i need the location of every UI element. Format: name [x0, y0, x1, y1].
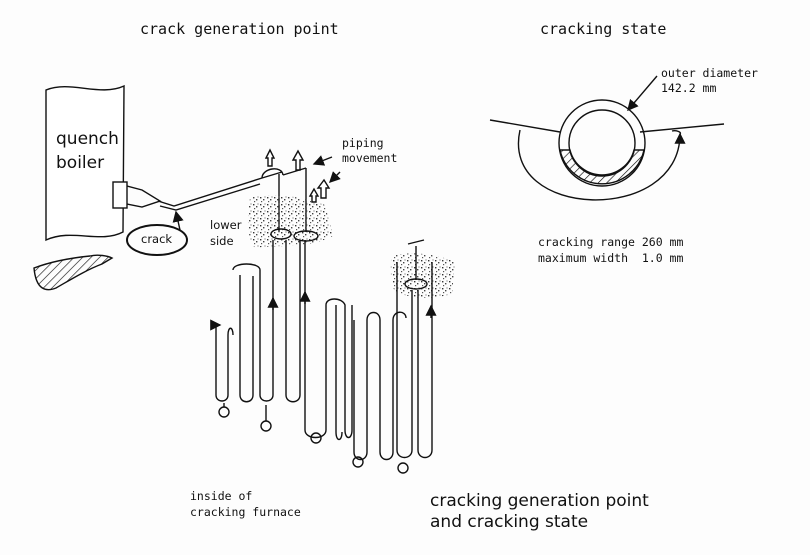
- piping-movement-label-line1: piping: [342, 136, 384, 150]
- roof-penetration-right: [390, 253, 455, 298]
- crack-label: crack: [141, 232, 173, 246]
- outer-diameter-label: outer diameter: [661, 66, 758, 80]
- lower-side-label-line2: side: [210, 234, 234, 248]
- sweep-arc: [517, 129, 686, 201]
- outer-diameter-leader: [627, 75, 658, 112]
- tube-header-left: [270, 228, 292, 240]
- cracking-range-text: cracking range 260 mm: [538, 235, 684, 249]
- crack-hatched-region: [559, 149, 645, 185]
- coil-pass-e: [353, 311, 407, 461]
- caption-line1: cracking generation point: [430, 491, 649, 511]
- sweep-arc-start: [671, 130, 682, 135]
- boiler-outlet-cone: [126, 185, 162, 208]
- movement-pointer-1: [312, 155, 333, 166]
- tube-header-right: [293, 230, 319, 242]
- outlet-piping-lower-edge: [159, 183, 261, 211]
- crack-callout-oval: [126, 224, 188, 256]
- caption-line2: and cracking state: [430, 512, 589, 532]
- outer-diameter-value: 142.2 mm: [661, 81, 717, 95]
- inside-furnace-label-line2: cracking furnace: [190, 505, 301, 519]
- movement-arrow-4: [308, 187, 320, 203]
- tube-support-4: [352, 456, 364, 468]
- quench-boiler-vessel: [45, 84, 125, 242]
- movement-arrow-2: [291, 149, 305, 171]
- piping-movement-label-line2: movement: [342, 151, 398, 165]
- coil-pass-g: [417, 262, 433, 459]
- crack-fragment-sketch: [33, 254, 114, 291]
- title-cracking-state: cracking state: [540, 20, 667, 38]
- outlet-piping: [157, 171, 283, 207]
- movement-arrow-1: [264, 148, 276, 167]
- quench-boiler-label-line1: quench: [56, 129, 119, 149]
- coil-tube-1: [215, 325, 234, 402]
- movement-arrow-3: [316, 178, 331, 199]
- ground-line-left: [489, 119, 561, 133]
- coil-pass-f: [396, 262, 413, 459]
- tube-support-3: [310, 432, 322, 444]
- tube-support-2: [260, 420, 272, 432]
- lower-side-label-line1: lower: [210, 218, 242, 232]
- inside-furnace-label-line1: inside of: [190, 489, 253, 503]
- movement-pointer-2: [329, 171, 341, 183]
- ground-line-right: [639, 123, 725, 133]
- maximum-width-text: maximum width 1.0 mm: [538, 251, 684, 265]
- tube-support-5: [397, 462, 409, 474]
- crack-pointer: [172, 210, 184, 231]
- coil-pass-d: [335, 305, 343, 441]
- roof-penetration-left: [247, 195, 333, 248]
- coil-pass-b: [285, 240, 301, 403]
- riser-joint: [282, 167, 307, 176]
- quench-boiler-label-line2: boiler: [56, 153, 105, 173]
- pipe-outer-wall: [558, 99, 646, 187]
- tube-support-1: [218, 406, 230, 418]
- boiler-nozzle: [112, 181, 128, 209]
- piping-elbow: [261, 168, 284, 179]
- coil-pass-a: [232, 240, 274, 402]
- coil-pass-c: [304, 240, 353, 439]
- coil-pass-a-inner: [239, 275, 254, 403]
- title-crack-generation-point: crack generation point: [140, 20, 339, 38]
- coil-top-tee: [407, 239, 425, 245]
